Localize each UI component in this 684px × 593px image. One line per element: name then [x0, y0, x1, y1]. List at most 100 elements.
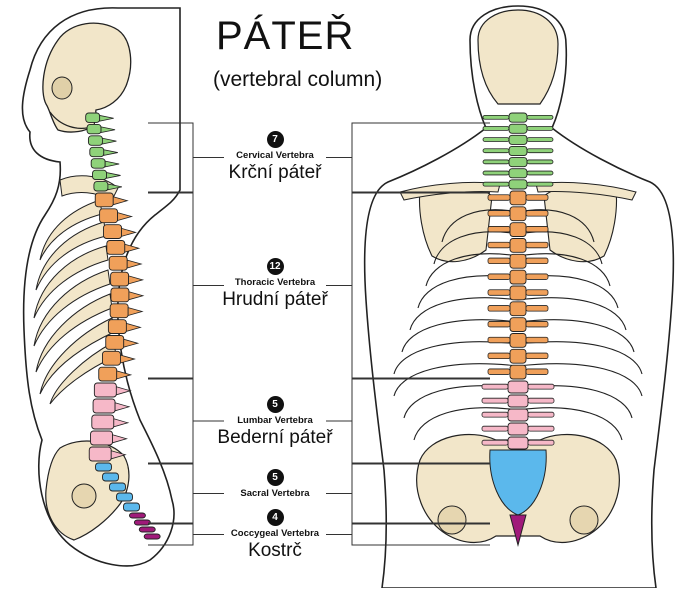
- back-view-figure: [363, 5, 675, 589]
- side-thoracic-vertebra: [107, 319, 127, 334]
- side-lumbar-vertebra: [91, 414, 115, 430]
- back-rib-right: [517, 297, 627, 331]
- side-cervical-process: [107, 183, 122, 191]
- side-lumbar-process: [115, 386, 132, 396]
- side-coccygeal-vertebra: [133, 519, 151, 526]
- back-thoracic-process: [525, 321, 549, 328]
- side-thoracic-vertebra: [109, 303, 129, 319]
- back-rib-right: [517, 253, 611, 287]
- back-thoracic-process: [487, 194, 511, 201]
- side-cervical-vertebra: [92, 169, 107, 181]
- side-lumbar-vertebra: [88, 446, 112, 462]
- side-thoracic-vertebra: [103, 224, 122, 239]
- back-lumbar-process: [481, 397, 509, 404]
- back-left-scapula: [419, 184, 493, 263]
- back-rib-right: [517, 319, 635, 353]
- back-cervical-process: [482, 159, 510, 165]
- side-sacral-vertebra: [109, 482, 126, 492]
- back-lumbar-process: [527, 383, 555, 390]
- vertebra-count-badge: 7: [266, 131, 284, 148]
- back-thoracic-process: [525, 368, 549, 375]
- back-lumbar-process: [481, 439, 509, 446]
- back-thoracic-vertebra: [509, 285, 527, 301]
- back-cervical-process: [526, 170, 554, 176]
- back-thoracic-vertebra: [509, 206, 527, 222]
- back-cervical-process: [482, 148, 510, 154]
- back-lumbar-process: [481, 383, 509, 390]
- back-thoracic-process: [487, 257, 511, 265]
- back-thoracic-process: [487, 241, 511, 249]
- back-cervical-vertebra: [508, 179, 528, 190]
- back-cervical-process: [526, 126, 554, 131]
- back-thoracic-process: [525, 336, 549, 344]
- back-right-hip-socket: [569, 505, 599, 535]
- back-thoracic-process: [487, 321, 511, 328]
- back-lumbar-vertebra: [507, 408, 529, 422]
- back-cervical-process: [526, 181, 554, 187]
- side-cervical-vertebra: [89, 146, 105, 158]
- back-thoracic-process: [525, 352, 549, 360]
- side-lumbar-process: [114, 402, 131, 412]
- side-lumbar-vertebra: [93, 382, 117, 398]
- side-view-figure: [21, 7, 181, 567]
- back-thoracic-process: [525, 226, 549, 233]
- back-cervical-vertebra: [508, 112, 528, 123]
- back-thoracic-process: [487, 336, 511, 344]
- back-cervical-vertebra: [508, 145, 528, 157]
- czech-region-name: Kostrč: [248, 540, 302, 561]
- back-cervical-process: [482, 170, 510, 176]
- back-thoracic-process: [525, 241, 549, 249]
- back-cervical-process: [526, 148, 554, 154]
- back-cervical-process: [526, 159, 554, 165]
- vertebra-count-badge: 4: [266, 509, 284, 526]
- english-region-name: Sacral Vertebra: [240, 488, 310, 499]
- back-thoracic-process: [525, 194, 549, 201]
- back-cervical-vertebra: [508, 134, 528, 145]
- back-left-hip-socket: [437, 505, 467, 535]
- back-thoracic-vertebra: [509, 222, 527, 237]
- back-thoracic-vertebra: [509, 253, 527, 269]
- back-thoracic-process: [525, 210, 549, 217]
- back-cervical-process: [526, 114, 554, 120]
- back-thoracic-process: [487, 289, 511, 296]
- side-cervical-vertebra: [85, 112, 101, 123]
- side-skull: [42, 22, 132, 133]
- side-thoracic-process: [128, 291, 145, 301]
- diagram-title: PÁTEŘ: [216, 14, 355, 58]
- back-thoracic-process: [487, 368, 511, 375]
- back-thoracic-vertebra: [509, 364, 527, 380]
- side-thoracic-vertebra: [98, 366, 118, 382]
- side-coccygeal-vertebra: [138, 526, 156, 533]
- back-left-clavicle: [399, 181, 501, 201]
- back-lumbar-vertebra: [507, 394, 529, 408]
- side-cervical-process: [102, 137, 117, 145]
- side-cervical-process: [100, 126, 116, 134]
- back-thoracic-process: [525, 257, 549, 265]
- side-sacral-vertebra: [102, 472, 119, 482]
- side-cervical-vertebra: [87, 135, 103, 146]
- back-rib-right: [517, 407, 623, 441]
- vertebra-count-badge: 5: [266, 469, 284, 486]
- back-thoracic-process: [487, 352, 511, 360]
- back-lumbar-vertebra: [507, 436, 529, 450]
- czech-region-name: Hrudní páteř: [222, 289, 328, 310]
- back-thoracic-vertebra: [509, 301, 527, 317]
- side-thoracic-process: [123, 338, 140, 348]
- back-thoracic-process: [487, 210, 511, 217]
- side-cervical-vertebra: [90, 158, 106, 169]
- back-thoracic-vertebra: [509, 190, 527, 206]
- side-eye-socket: [51, 76, 73, 100]
- side-thoracic-vertebra: [108, 255, 128, 271]
- back-cervical-process: [482, 126, 510, 131]
- back-thoracic-vertebra: [509, 269, 527, 285]
- side-cervical-vertebra: [93, 181, 109, 192]
- czech-region-name: Bederní páteř: [217, 427, 333, 448]
- side-thoracic-process: [126, 259, 143, 269]
- side-hip-socket: [71, 483, 97, 509]
- back-right-scapula: [543, 184, 617, 263]
- back-skull: [477, 9, 559, 105]
- side-coccygeal-vertebra: [143, 533, 161, 540]
